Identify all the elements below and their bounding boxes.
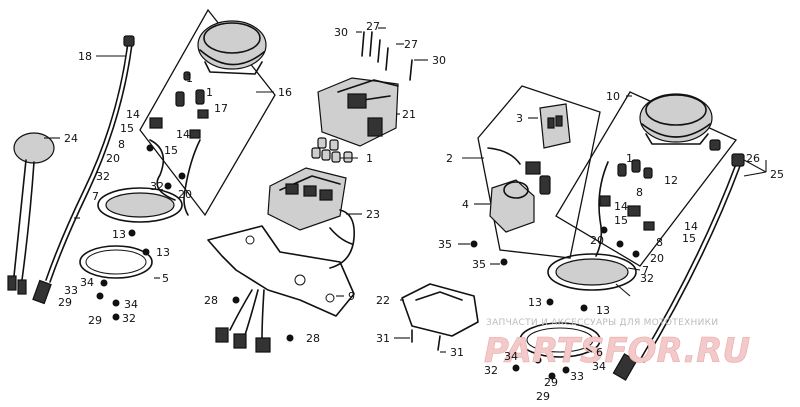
bulbs-center (311, 137, 353, 163)
callout-5: 5 (162, 272, 169, 285)
speedometer-assembly (79, 8, 276, 321)
callout-8: 8 (656, 236, 663, 249)
callout-32: 32 (122, 312, 136, 325)
ignition-switch-4 (489, 179, 535, 233)
bezel-5 (79, 245, 153, 279)
handlebar-switch-21 (317, 77, 399, 147)
callout-22: 22 (376, 294, 390, 307)
watermark-caption: ЗАПЧАСТИ И АКСЕССУАРЫ ДЛЯ МОТОТЕХНИКИ (486, 318, 718, 328)
bezel-6 (519, 322, 601, 358)
frame-2 (477, 85, 601, 259)
callout-8: 8 (636, 186, 643, 199)
callout-13: 13 (596, 304, 610, 317)
callout-32: 32 (96, 170, 110, 183)
callout-1: 1 (186, 72, 193, 85)
bracket-9 (207, 225, 355, 317)
callout-7: 7 (642, 264, 649, 277)
lower-case-7-left (97, 187, 183, 223)
callout-34: 34 (124, 298, 138, 311)
tachometer-assembly (512, 91, 738, 380)
callout-33: 33 (570, 370, 584, 383)
callout-30: 30 (432, 54, 446, 67)
callout-20: 20 (590, 234, 604, 247)
callout-14: 14 (176, 128, 190, 141)
callout-6: 6 (596, 346, 603, 359)
wiring-loom (215, 289, 294, 353)
callout-29: 29 (88, 314, 102, 327)
indicator-panel-23 (267, 167, 356, 269)
callout-10: 10 (606, 90, 620, 103)
callout-15: 15 (120, 122, 134, 135)
callout-13: 13 (112, 228, 126, 241)
callout-7: 7 (92, 190, 99, 203)
callout-30: 30 (334, 26, 348, 39)
callout-16: 16 (278, 86, 292, 99)
callout-20: 20 (650, 252, 664, 265)
pins-27-30 (361, 31, 413, 81)
callout-28: 28 (204, 294, 218, 307)
callout-35: 35 (438, 238, 452, 251)
callout-13: 13 (528, 296, 542, 309)
callout-3: 3 (516, 112, 523, 125)
cover-22 (401, 283, 479, 351)
ignition-cover-3 (539, 103, 571, 149)
callout-17: 17 (214, 102, 228, 115)
callout-29: 29 (544, 376, 558, 389)
callout-14: 14 (614, 200, 628, 213)
indicator-light-24 (7, 132, 55, 295)
watermark: ЗАПЧАСТИ И АКСЕССУАРЫ ДЛЯ МОТОТЕХНИКИ PA… (484, 318, 751, 371)
callout-15: 15 (614, 214, 628, 227)
callout-15: 15 (164, 144, 178, 157)
callout-9: 9 (348, 290, 355, 303)
callout-29: 29 (58, 296, 72, 309)
callout-33: 33 (64, 284, 78, 297)
callout-4: 4 (462, 198, 469, 211)
watermark-logo: PARTSFOR.RU (484, 331, 750, 371)
callout-32: 32 (640, 272, 654, 285)
speedometer-body (197, 20, 267, 70)
callout-34: 34 (592, 360, 606, 373)
callout-13: 13 (156, 246, 170, 259)
speedometer-cable-18 (32, 35, 135, 305)
callout-28: 28 (306, 332, 320, 345)
callout-29: 29 (536, 390, 550, 403)
callout-25: 25 (770, 168, 784, 181)
callout-8: 8 (118, 138, 125, 151)
callout-20: 20 (178, 188, 192, 201)
callout-15: 15 (682, 232, 696, 245)
lower-case-7-right (547, 253, 637, 291)
callout-1: 1 (366, 152, 373, 165)
callout-numbers: 18 16 1 1 17 14 15 14 8 15 24 20 32 32 2… (58, 20, 784, 403)
callout-32: 32 (484, 364, 498, 377)
callout-14: 14 (126, 108, 140, 121)
callout-31: 31 (376, 332, 390, 345)
callout-12: 12 (664, 174, 678, 187)
leader-lines (44, 27, 767, 353)
callout-20: 20 (106, 152, 120, 165)
callout-27: 27 (404, 38, 418, 51)
callout-1: 1 (206, 86, 213, 99)
callout-24: 24 (64, 132, 78, 145)
callout-34: 34 (80, 276, 94, 289)
callout-14: 14 (684, 220, 698, 233)
ignition-switch-assembly (477, 85, 601, 259)
callout-26: 26 (746, 152, 760, 165)
callout-32: 32 (150, 180, 164, 193)
callout-31: 31 (450, 346, 464, 359)
callout-1: 1 (626, 152, 633, 165)
callout-35: 35 (472, 258, 486, 271)
callout-2: 2 (446, 152, 453, 165)
tachometer-cable-25 (612, 153, 745, 381)
bulb-sockets-right (599, 159, 655, 258)
callout-18: 18 (78, 50, 92, 63)
tachometer-body (639, 93, 713, 143)
callout-23: 23 (366, 208, 380, 221)
callout-27: 27 (366, 20, 380, 33)
frame-16 (139, 8, 276, 217)
callout-21: 21 (402, 108, 416, 121)
bulb-sockets-left (146, 71, 209, 190)
callout-34: 34 (504, 350, 518, 363)
